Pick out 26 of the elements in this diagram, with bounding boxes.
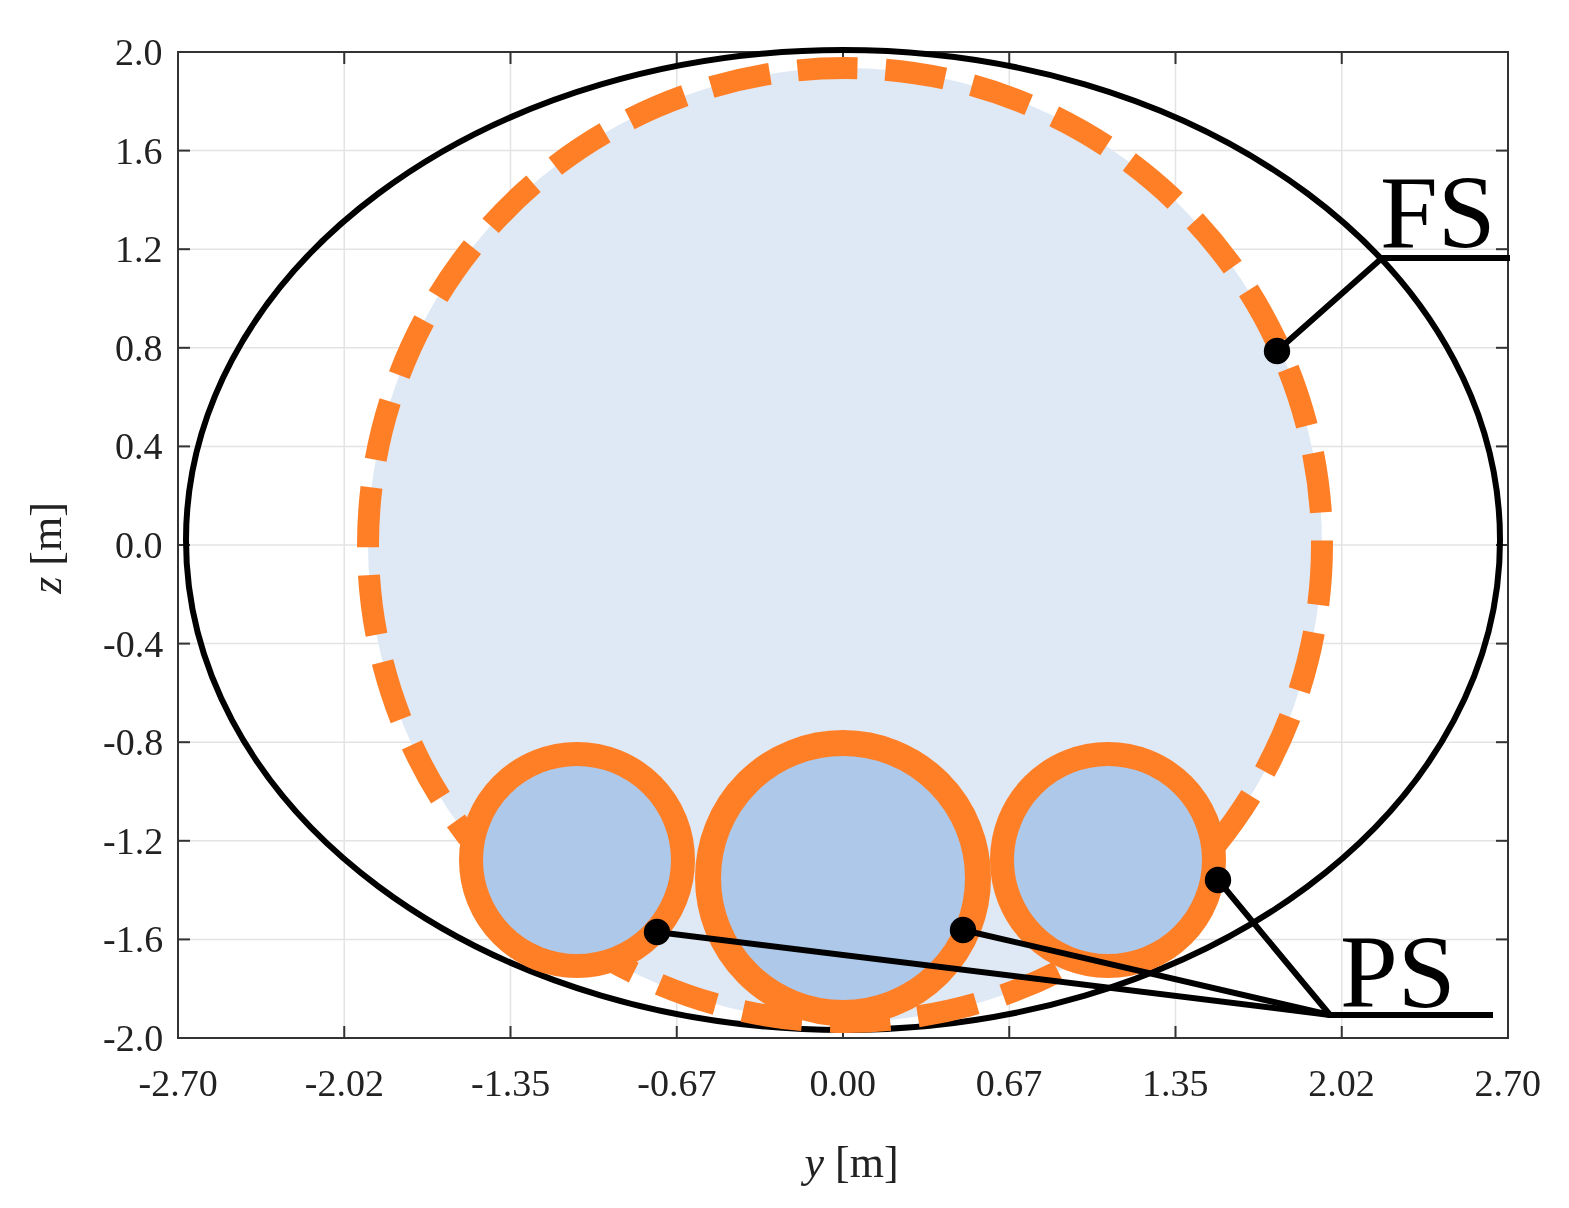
tick-label: -2.0 xyxy=(103,1019,164,1057)
tick-label: -0.8 xyxy=(103,723,164,762)
tick-label: -2.02 xyxy=(304,1064,384,1102)
tick-label: -1.2 xyxy=(103,821,164,860)
tick-label: -0.67 xyxy=(637,1064,717,1102)
tick-label: 0.8 xyxy=(115,328,163,367)
tick-label: 2.02 xyxy=(1308,1064,1375,1102)
tick-label: 1.2 xyxy=(115,230,163,269)
leader-line xyxy=(1263,255,1510,365)
axis-title: z [m] xyxy=(24,502,69,594)
tick-label: 0.00 xyxy=(809,1064,876,1102)
tick-label: -1.6 xyxy=(103,920,164,959)
part-label: PS xyxy=(1340,920,1456,1024)
pipe-circle xyxy=(990,742,1226,978)
part-label: FS xyxy=(1380,160,1496,264)
tick-label: 0.0 xyxy=(115,526,163,564)
tick-label: 1.6 xyxy=(115,131,163,170)
tick-label: 2.70 xyxy=(1474,1064,1541,1102)
tick-label: -1.35 xyxy=(471,1064,551,1102)
tick-label: 1.35 xyxy=(1142,1064,1209,1102)
tick-label: 0.4 xyxy=(115,427,163,466)
tick-label: 0.67 xyxy=(975,1064,1043,1102)
pipe-circle xyxy=(459,742,695,978)
tick-label: 2.0 xyxy=(115,33,163,71)
tick-label: -2.70 xyxy=(138,1064,218,1102)
tick-label: -0.4 xyxy=(103,624,164,663)
